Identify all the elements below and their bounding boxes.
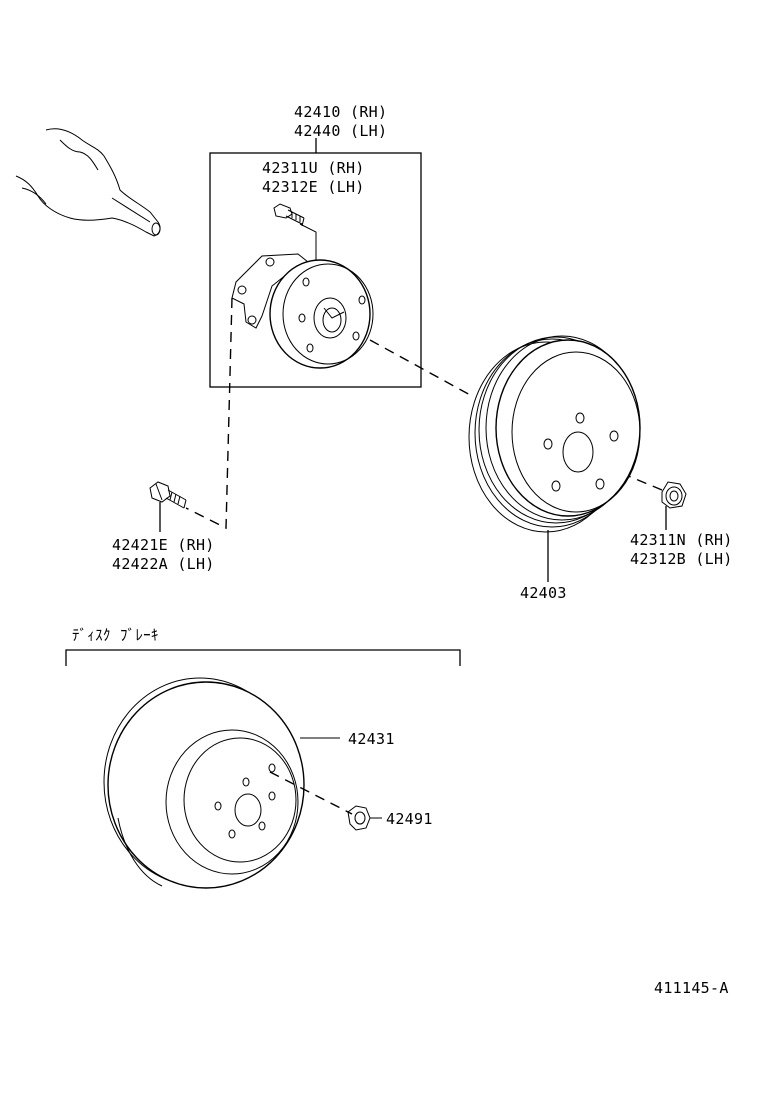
drum-nut-label-rh: 42311N (RH) (630, 531, 733, 549)
mount-bolt-icon (149, 481, 187, 509)
figure-code: 411145-A (654, 979, 729, 997)
wheel-hub-icon (231, 253, 374, 369)
disc-rotor-label: 42431 (348, 730, 395, 748)
drum-nut-label-lh: 42312B (LH) (630, 550, 733, 568)
hub-assembly-label-rh: 42410 (RH) (294, 103, 387, 121)
hub-bolt-icon (273, 203, 305, 227)
disc-plug-label: 42491 (386, 810, 433, 828)
disc-brake-bracket (65, 649, 461, 666)
disc-plug-icon (347, 805, 371, 831)
hub-bolt-label-rh: 42311U (RH) (262, 159, 365, 177)
suspension-arm-icon (15, 128, 161, 237)
hub-assembly-box (209, 152, 422, 388)
hub-bolt-leader (299, 223, 317, 262)
brake-drum-icon (468, 335, 641, 533)
drum-nut-icon (661, 481, 687, 509)
hub-bolt-label-lh: 42312E (LH) (262, 178, 365, 196)
plug-dashline (269, 771, 353, 815)
disc-rotor-icon (103, 677, 305, 889)
hub-to-drum-dashline (369, 339, 473, 397)
mount-bolt-label-lh: 42422A (LH) (112, 555, 215, 573)
mount-bolt-label-rh: 42421E (RH) (112, 536, 215, 554)
mount-bolt-dashline (185, 297, 233, 530)
hub-assembly-label-lh: 42440 (LH) (294, 122, 387, 140)
disc-brake-section-title: ﾃﾞｨｽｸ ﾌﾞﾚｰｷ (72, 626, 159, 644)
drum-label: 42403 (520, 584, 567, 602)
